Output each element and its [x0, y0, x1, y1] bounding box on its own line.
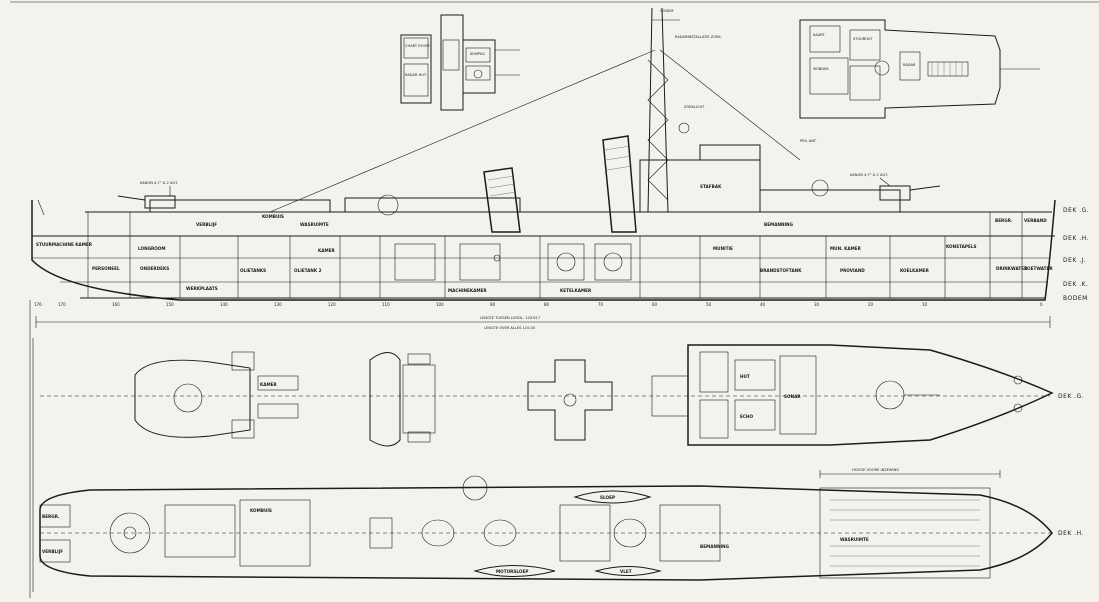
plan-label-vlet: VLET: [620, 569, 632, 574]
plan-label-sonar: SONAR: [784, 394, 801, 399]
frame-number: 90: [490, 302, 496, 307]
room-label-olietanks: OLIETANKS: [240, 268, 266, 273]
room-label-verband: VERBAND: [1024, 218, 1047, 223]
room-label-stuurmachine: STUURMACHINE KAMER: [36, 242, 93, 247]
plan-label-motorsloep: MOTORSLOEP: [496, 569, 528, 574]
plan-label-bemanning: BEMANNING: [700, 544, 730, 549]
gun-fwd-label: KANON 4,7" & 2 AUT.: [850, 173, 888, 177]
upper-deck-plan: DEK .G. KAMER HUT ECHO SONAR: [32, 338, 1084, 592]
frame-number: 130: [274, 302, 282, 307]
plan-label-kombuis: KOMBUIS: [250, 508, 272, 513]
room-label-personeel: PERSONEEL: [92, 266, 120, 271]
forward-area-label: HOOGE VOORE INZEWING: [852, 468, 899, 472]
deck-label-g: DEK .G.: [1063, 207, 1089, 214]
plan-deck-label-g: DEK .G.: [1058, 393, 1084, 400]
room-label-onderdeks: ONDERDEKS: [140, 266, 169, 271]
plan-label-echo: ECHO: [740, 414, 753, 419]
frame-number: 40: [760, 302, 766, 307]
room-label-stafbak: STAFBAK: [700, 184, 722, 189]
frame-number: 20: [868, 302, 874, 307]
room-label-bergr: BERGR.: [995, 218, 1013, 223]
room-label-bemanning: BEMANNING: [764, 222, 794, 227]
frame-number: 70: [598, 302, 604, 307]
room-label-koelkamer: KOELKAMER: [900, 268, 930, 273]
frame-number: 150: [166, 302, 174, 307]
room-label-kamer: KAMER: [318, 248, 336, 253]
room-label-zoetwater: ZOETWATER: [1024, 266, 1053, 271]
room-label-drinkwater: DRINKWATER: [996, 266, 1028, 271]
frame-number: 30: [814, 302, 820, 307]
top-right-inset-label-1: STUURHUT: [853, 37, 874, 41]
room-label-konstapels: KONSTAPELS: [946, 244, 977, 249]
bridge-inset-label-3: RADAR HUT: [405, 73, 427, 77]
mast-searchlight-label: ZOEKLICHT: [684, 105, 705, 109]
room-label-wasruimte: WASRUIMTE: [300, 222, 329, 227]
room-label-longroom: LONGROOM: [138, 246, 166, 251]
deck-label-h: DEK .H.: [1063, 235, 1089, 242]
profile-bulkheads: [87, 212, 1023, 298]
room-label-verblijf: VERBLIJF: [196, 222, 217, 227]
mast-peil-label: PEIL ANT.: [800, 139, 817, 143]
plan-label-wasruimte: WASRUIMTE: [840, 537, 869, 542]
plan-label-sloep: SLOEP: [600, 495, 615, 500]
frame-number-row: 176 170 160 150 140 130 120 110 100 90 8…: [34, 302, 1043, 307]
frame-number: 0: [1040, 302, 1043, 307]
bridge-detail-inset: CHART ROOM KOMPAS RADAR HUT: [400, 14, 520, 111]
frame-number: 140: [220, 302, 228, 307]
top-right-inset-label-3: SEINDEK: [813, 67, 829, 71]
lower-deck-plan: HOOGE VOORE INZEWING DEK .H. SLOEP VLET …: [39, 468, 1084, 581]
deck-label-bodem: BODEM: [1063, 295, 1088, 302]
gun-aft-label: KANON 4,7" & 2 AUT.: [140, 181, 178, 185]
frame-number: 120: [328, 302, 336, 307]
frame-number: 80: [544, 302, 550, 307]
frame-number: 160: [112, 302, 120, 307]
frame-number: 60: [652, 302, 658, 307]
mast-top-label: CODEM: [660, 9, 673, 13]
frame-number: 110: [382, 302, 390, 307]
plan-label-hut: HUT: [740, 374, 750, 379]
plan-label-kamer: KAMER: [260, 382, 278, 387]
plan-deck-label-h: DEK .H.: [1058, 530, 1084, 537]
top-right-inset-label-2: KAART: [813, 33, 826, 37]
room-label-werkplaats: WERKPLAATS: [186, 286, 218, 291]
bridge-inset-label-1: CHART ROOM: [405, 44, 430, 48]
profile-view: STUURMACHINE KAMER LONGROOM PERSONEEL VE…: [31, 7, 1089, 330]
room-label-olietank-2: OLIETANK 2: [294, 268, 322, 273]
plan-label-verblijf: VERBLIJF: [42, 549, 63, 554]
frame-number: 10: [922, 302, 928, 307]
top-right-inset-label-4: RADAR: [903, 63, 916, 67]
frame-number: 170: [58, 302, 66, 307]
frame-number: 100: [436, 302, 444, 307]
deck-label-k: DEK .K.: [1063, 281, 1089, 288]
mast-radar-label: RADARINSTALLATIE ZOEK.: [675, 35, 722, 39]
room-label-brandstoftank: BRANDSTOFTANK: [760, 268, 802, 273]
frame-number: 50: [706, 302, 712, 307]
frame-number: 176: [34, 302, 42, 307]
room-label-mun-kamer: MUN. KAMER: [830, 246, 862, 251]
plan-label-bergr: BERGR.: [42, 514, 60, 519]
room-label-machinekamer: MACHINEKAMER: [448, 288, 487, 293]
room-label-ketelkamer: KETELKAMER: [560, 288, 592, 293]
deck-label-j: DEK .J.: [1063, 257, 1086, 264]
room-label-munitie: MUNITIE: [713, 246, 733, 251]
length-overall: LENGTE OVER ALLES 110.00: [484, 326, 536, 330]
room-label-kombuis: KOMBUIS: [262, 214, 284, 219]
top-right-inset: STUURHUT KAART SEINDEK RADAR: [799, 19, 1040, 119]
bridge-inset-label-2: KOMPAS: [470, 52, 485, 56]
room-label-proviand: PROVIAND: [840, 268, 865, 273]
length-between-perpendiculars: LENGTE TUSSEN LOODL. 103.617: [480, 316, 540, 320]
